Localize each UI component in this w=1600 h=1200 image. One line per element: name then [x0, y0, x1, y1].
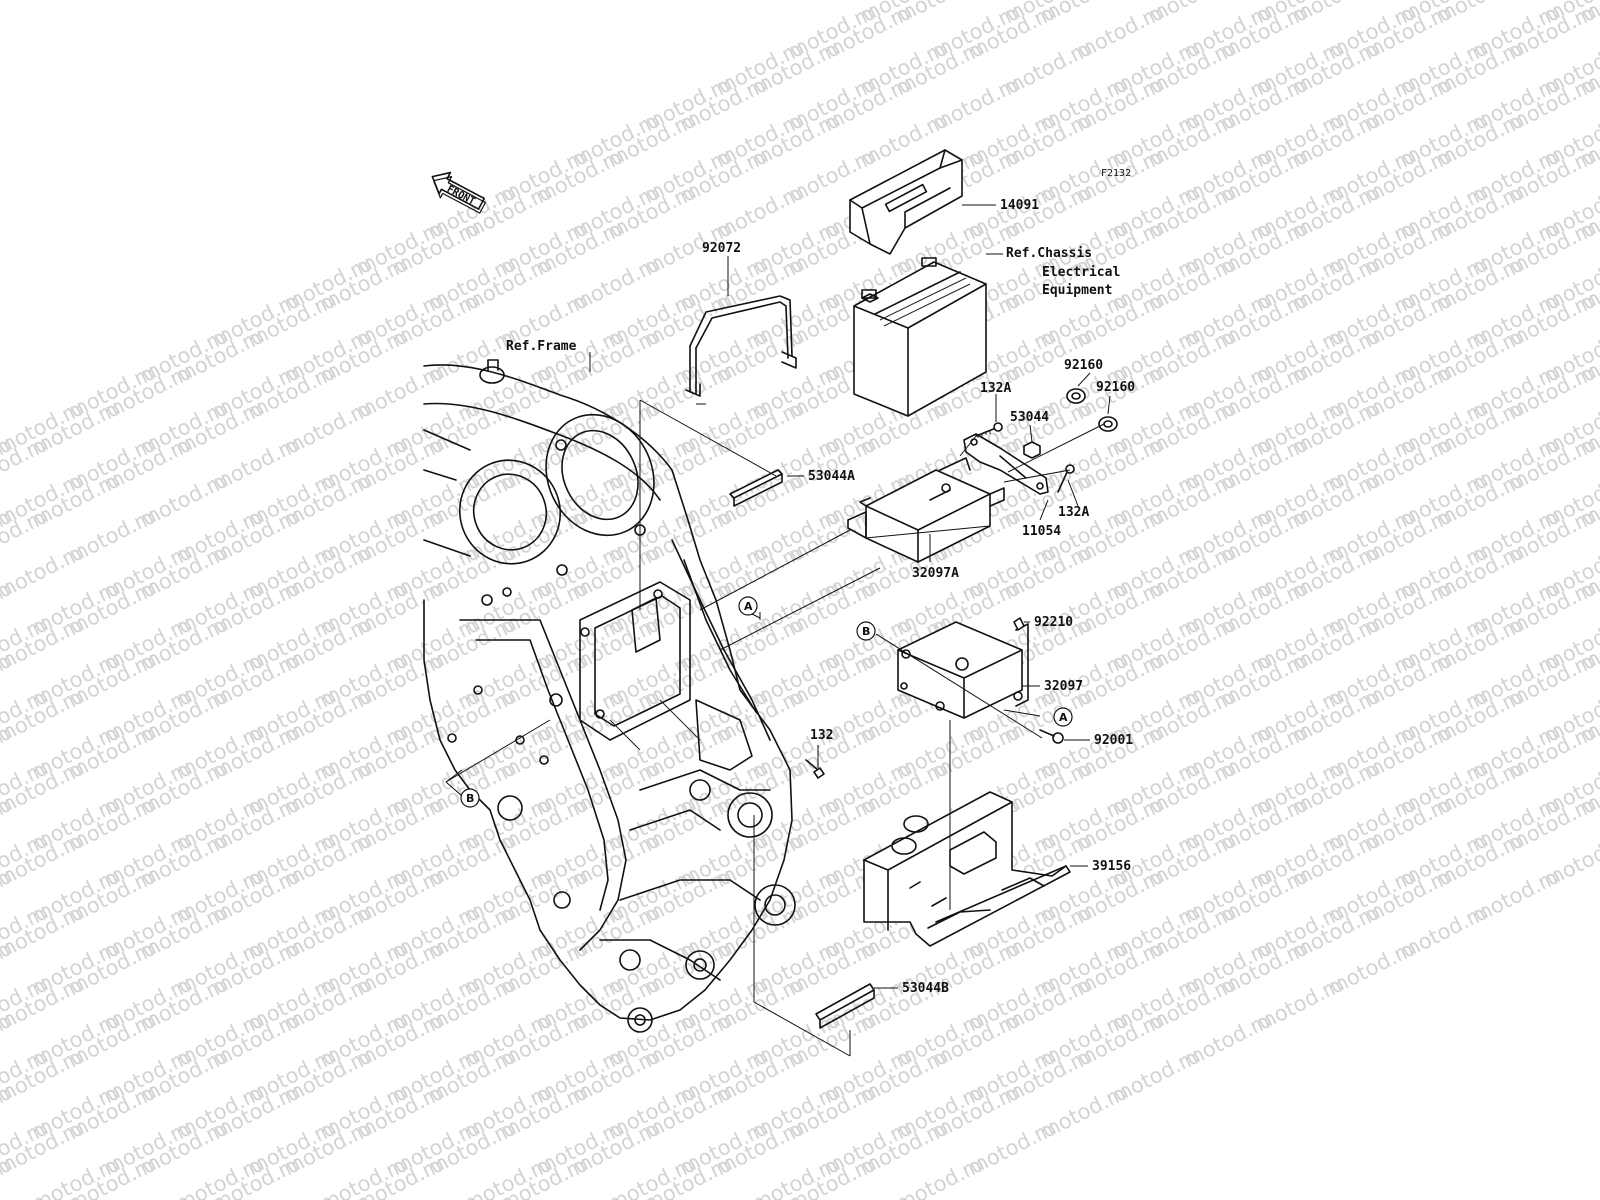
part-92001-bolt [1039, 729, 1064, 744]
label-92072: 92072 [702, 241, 741, 256]
label-92210: 92210 [1034, 615, 1073, 630]
part-132a-bolt-upper [975, 422, 1003, 438]
label-92001: 92001 [1094, 733, 1133, 748]
battery [853, 257, 987, 417]
part-53044a-rubber-strip [729, 469, 783, 507]
part-92210-clip [1013, 617, 1025, 631]
part-92072-battery-strap [685, 295, 797, 397]
label-53044: 53044 [1010, 410, 1049, 425]
callout-b-lower: B [460, 788, 480, 808]
motorcycle-frame [423, 359, 796, 1033]
label-53044a: 53044A [808, 469, 855, 484]
callout-b-upper: B [856, 621, 876, 641]
label-92160-a: 92160 [1064, 358, 1103, 373]
label-92160-b: 92160 [1096, 380, 1135, 395]
part-53044-rubber-pad [1023, 441, 1041, 459]
label-ref-frame: Ref.Frame [506, 339, 577, 354]
part-92160-grommets [1066, 388, 1118, 432]
leader-lines [445, 204, 1111, 1057]
part-53044b-rubber-strip [815, 983, 875, 1029]
label-14091: 14091 [1000, 198, 1039, 213]
part-132-bolt [805, 759, 825, 779]
label-ref-chassis-equipment: Equipment [1042, 283, 1112, 298]
callout-a-lower: A [1053, 707, 1073, 727]
label-53044b: 53044B [902, 981, 949, 996]
part-132a-bolt-lower [1057, 464, 1075, 493]
svg-text:A: A [1059, 711, 1068, 724]
svg-text:B: B [862, 625, 870, 638]
diagram-code: F2132 [1101, 168, 1131, 179]
label-ref-chassis: Ref.Chassis [1006, 246, 1092, 261]
label-132a-b: 132A [1058, 505, 1089, 520]
svg-text:B: B [466, 792, 474, 805]
svg-text:A: A [744, 600, 753, 613]
part-32097a-battery-tray [847, 457, 1005, 563]
part-14091-battery-cover [849, 149, 963, 255]
label-132: 132 [810, 728, 833, 743]
callout-a-upper: A [738, 596, 758, 616]
part-39156-battery-case [863, 791, 1071, 947]
label-132a-a: 132A [980, 381, 1011, 396]
label-32097a: 32097A [912, 566, 959, 581]
label-11054: 11054 [1022, 524, 1061, 539]
label-39156: 39156 [1092, 859, 1131, 874]
front-arrow-icon: FRONT [431, 171, 486, 214]
label-32097: 32097 [1044, 679, 1083, 694]
label-ref-chassis-electrical: Electrical [1042, 265, 1120, 280]
